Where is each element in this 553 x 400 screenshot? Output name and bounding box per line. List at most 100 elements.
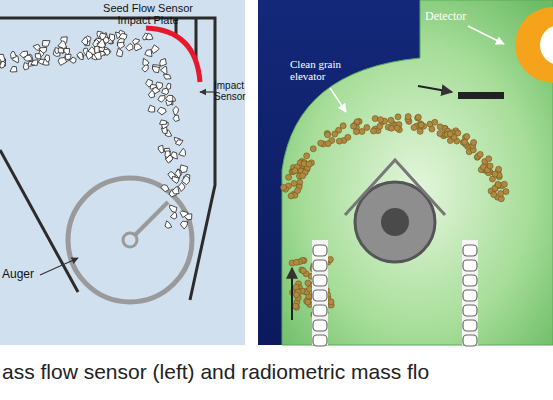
grain-kernel [447,131,453,137]
seed [65,54,71,59]
seed [172,186,179,194]
leader-line [200,91,214,92]
seed [39,48,47,54]
grain-kernel [310,146,316,152]
grain-kernel [395,114,401,120]
seed-stream [0,30,192,229]
seed [166,95,173,101]
grain-kernel [293,303,299,309]
caption: ass flow sensor (left) and radiometric m… [2,360,553,383]
grain-kernel [491,192,497,198]
seed [45,55,50,62]
chain-link [313,260,327,271]
seed [161,185,169,192]
source-logo [540,25,553,65]
grain-kernel [295,188,301,194]
seed [142,65,148,72]
seed [164,74,171,79]
seed [117,42,124,48]
grain-kernel [372,116,378,122]
grain-kernel [370,128,376,134]
seed [160,67,167,75]
grain-kernel [305,280,311,286]
grain-kernel [318,140,324,146]
seed [148,105,155,112]
grain-kernel [288,193,294,199]
seed [148,90,154,97]
grain-kernel [415,114,421,120]
leader-line [330,88,346,112]
seed [166,83,170,89]
part-label: Seed Flow Sensor Impact Plate [98,2,198,26]
seed [173,106,179,115]
chain-link [313,305,327,316]
seed [160,58,167,66]
leader-line [468,26,504,44]
grain-kernel [378,117,384,123]
seed [94,52,101,59]
seed [180,211,188,218]
seed [170,212,176,219]
seed [180,165,188,173]
grain-kernel [345,134,351,140]
seed [170,205,177,213]
seed [35,54,41,59]
grain-kernel [340,123,346,129]
elevator-housing [282,0,553,345]
grain-kernel [325,132,331,138]
grain-kernel [306,161,312,167]
grain-kernel [471,139,477,145]
seed [11,52,17,59]
source-logo [515,7,553,83]
seed [179,148,186,156]
grain-kernel [305,299,311,305]
grain-kernel [411,125,417,131]
seed [158,145,164,153]
seed [110,34,115,41]
seed [126,43,133,50]
chain-link [463,260,477,271]
seed [175,140,182,146]
seed [146,79,153,87]
seed [151,45,159,54]
part-label: Auger [2,268,62,281]
seed [86,51,93,60]
seed [145,50,152,57]
chain-link [463,290,477,301]
chain-link [313,290,327,301]
grain-kernel [292,168,298,174]
seed [10,66,17,72]
grain-kernel [291,180,297,186]
grain-kernel [300,268,306,274]
seed [31,60,38,66]
auger-hub [123,233,137,247]
grain-kernel [353,129,359,135]
seed [175,170,180,179]
grain-kernel [389,125,395,131]
seed [133,39,140,45]
chain-link [463,335,477,346]
grain-kernel [281,184,287,190]
grain-kernel [464,134,470,140]
seed [117,48,123,56]
panel-background [258,0,553,345]
seed [103,49,110,55]
grain-kernel [492,171,498,177]
grain-kernel [286,174,292,180]
seed [157,107,166,115]
grain-kernel [417,128,423,134]
seed [152,66,159,72]
chain-link [463,245,477,256]
flow-arrow [418,86,452,92]
grain-kernel [495,182,501,188]
grain-kernel [294,292,300,298]
grain-kernel [477,151,483,157]
grain-kernel [432,119,438,125]
grain-kernel [327,256,333,262]
chain-link [313,335,327,346]
detector-plate [458,92,504,99]
seed [160,120,167,125]
leader-line [40,258,78,275]
grain-kernel [418,122,424,128]
